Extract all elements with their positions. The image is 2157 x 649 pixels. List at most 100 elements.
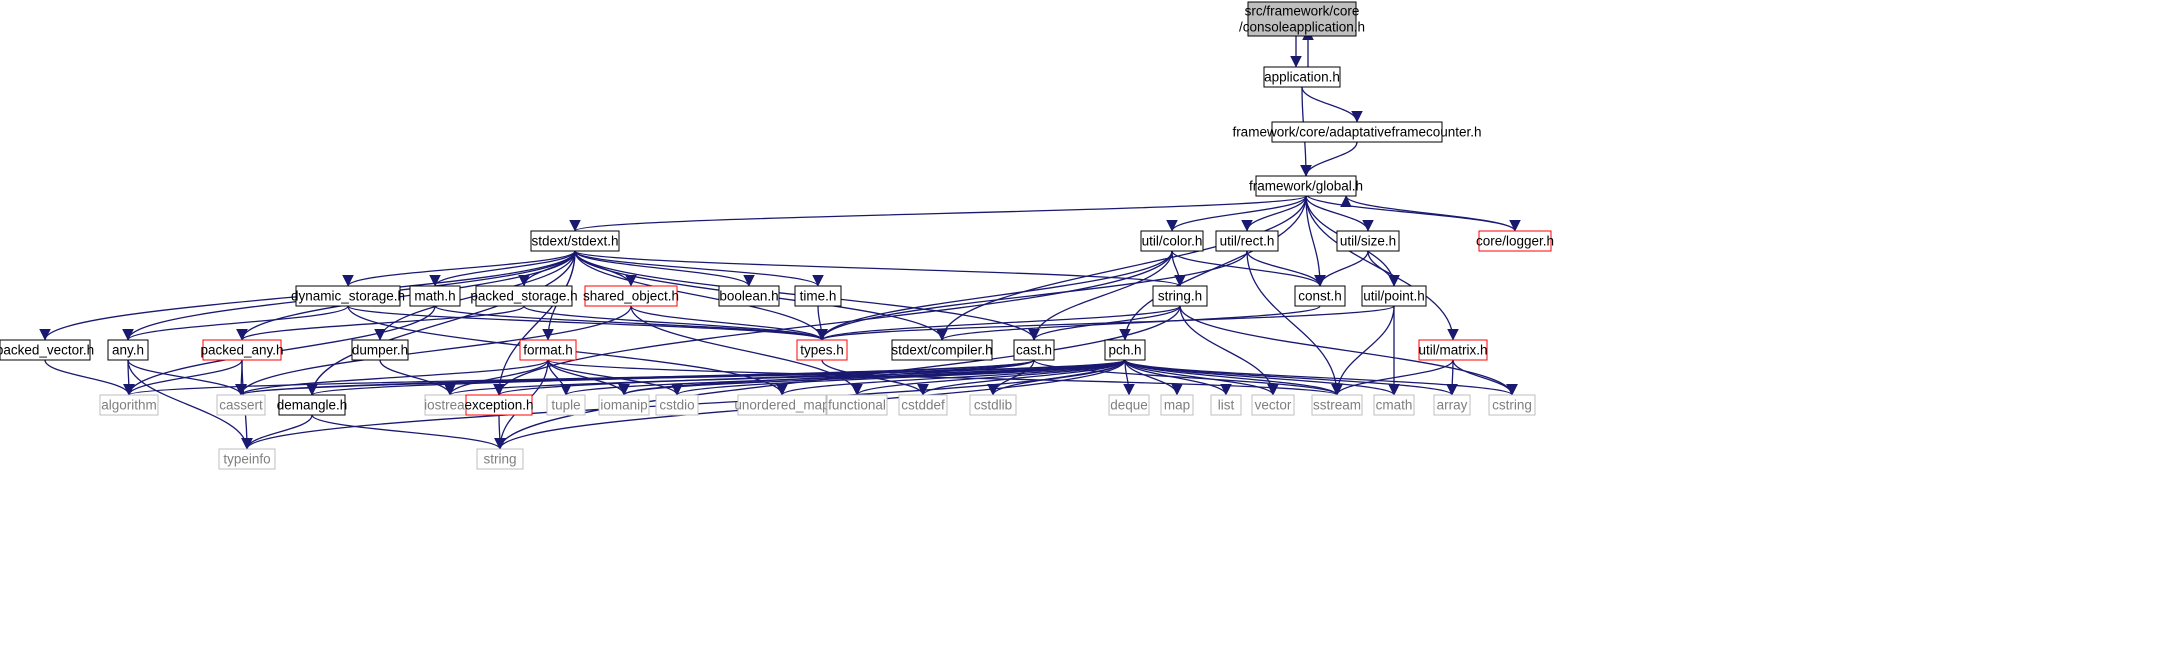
edge-size-to-point — [1367, 250, 1400, 287]
node-math[interactable]: math.h — [409, 285, 461, 307]
edge-global-to-stdext — [569, 195, 1307, 232]
node-box — [1013, 339, 1055, 361]
node-label: dynamic_storage.h — [291, 289, 405, 304]
node-typeinfo[interactable]: typeinfo — [218, 448, 276, 470]
node-label: format.h — [523, 343, 573, 358]
node-iomanip[interactable]: iomanip — [598, 394, 650, 416]
node-rect[interactable]: util/rect.h — [1215, 230, 1279, 252]
node-label: exception.h — [464, 398, 533, 413]
node-label: any.h — [112, 343, 144, 358]
node-compiler[interactable]: stdext/compiler.h — [891, 339, 993, 361]
edge-math-to-types — [434, 305, 828, 341]
edge-stdext-to-dynstore — [342, 250, 576, 287]
node-box — [295, 285, 401, 307]
node-box — [1361, 285, 1427, 307]
node-list[interactable]: list — [1210, 394, 1242, 416]
node-label: cmath — [1376, 398, 1413, 413]
node-cstring[interactable]: cstring — [1488, 394, 1536, 416]
node-box — [546, 394, 586, 416]
node-packany[interactable]: packed_any.h — [200, 339, 284, 361]
node-algorithm[interactable]: algorithm — [99, 394, 159, 416]
node-box — [1255, 175, 1357, 197]
node-logger[interactable]: core/logger.h — [1476, 230, 1554, 252]
node-box — [1160, 394, 1194, 416]
node-string-sys[interactable]: string — [476, 448, 524, 470]
edge-packvec-to-algorithm — [44, 359, 135, 396]
node-box — [409, 285, 461, 307]
node-cstddef[interactable]: cstddef — [898, 394, 948, 416]
edge-demangle-to-typeinfo — [241, 414, 313, 450]
node-tuple[interactable]: tuple — [546, 394, 586, 416]
node-label: iostream — [424, 398, 476, 413]
node-demangle[interactable]: demangle.h — [277, 394, 348, 416]
node-label: pch.h — [1108, 343, 1141, 358]
node-cstdlib[interactable]: cstdlib — [969, 394, 1017, 416]
node-iostream[interactable]: iostream — [424, 394, 476, 416]
node-packvec[interactable]: packed_vector.h — [0, 339, 94, 361]
node-stdext[interactable]: stdext/stdext.h — [530, 230, 620, 252]
edge-matrix-to-sstream — [1331, 359, 1454, 396]
node-box — [794, 285, 842, 307]
node-cstdio[interactable]: cstdio — [655, 394, 699, 416]
node-global[interactable]: framework/global.h — [1249, 175, 1363, 197]
node-box — [598, 394, 650, 416]
node-label: array — [1437, 398, 1468, 413]
node-time[interactable]: time.h — [794, 285, 842, 307]
edge-pch-to-functional — [851, 359, 1126, 396]
node-label: functional — [828, 398, 886, 413]
node-cmath[interactable]: cmath — [1373, 394, 1415, 416]
node-color[interactable]: util/color.h — [1140, 230, 1204, 252]
node-format[interactable]: format.h — [519, 339, 577, 361]
node-functional[interactable]: functional — [826, 394, 888, 416]
node-box — [278, 394, 346, 416]
edge-pch-to-sstream — [1124, 359, 1343, 396]
node-sharedobj[interactable]: shared_object.h — [583, 285, 679, 307]
node-array[interactable]: array — [1433, 394, 1471, 416]
node-dumper[interactable]: dumper.h — [351, 339, 409, 361]
edge-stdext-to-string_h — [574, 250, 1186, 287]
edge-pch-to-cmath — [1124, 359, 1400, 396]
node-cassert[interactable]: cassert — [216, 394, 266, 416]
node-box — [796, 339, 848, 361]
node-exception[interactable]: exception.h — [464, 394, 534, 416]
node-packstore[interactable]: packed_storage.h — [470, 285, 578, 307]
node-box — [476, 448, 524, 470]
node-label: stdext/compiler.h — [891, 343, 992, 358]
node-pch[interactable]: pch.h — [1104, 339, 1146, 361]
node-box — [1488, 394, 1536, 416]
edge-stdext-to-boolean — [574, 250, 755, 287]
node-sstream[interactable]: sstream — [1311, 394, 1363, 416]
node-box — [99, 394, 159, 416]
node-boolean[interactable]: boolean.h — [718, 285, 780, 307]
node-box — [218, 448, 276, 470]
node-box — [1478, 230, 1552, 252]
node-box — [718, 285, 780, 307]
node-types[interactable]: types.h — [796, 339, 848, 361]
edge-string_h-to-vector — [1179, 305, 1279, 396]
node-size[interactable]: util/size.h — [1336, 230, 1400, 252]
node-unordered-map[interactable]: unordered_map — [734, 394, 830, 416]
edge-rect-to-sstream — [1246, 250, 1343, 396]
node-application[interactable]: application.h — [1263, 66, 1341, 88]
node-matrix[interactable]: util/matrix.h — [1418, 339, 1488, 361]
node-cast[interactable]: cast.h — [1013, 339, 1055, 361]
node-any[interactable]: any.h — [107, 339, 149, 361]
node-label: framework/core/adaptativeframecounter.h — [1232, 125, 1481, 140]
node-afc[interactable]: framework/core/adaptativeframecounter.h — [1232, 121, 1482, 143]
node-box — [1210, 394, 1242, 416]
edge-stdext-to-math — [429, 250, 576, 287]
node-point[interactable]: util/point.h — [1361, 285, 1427, 307]
node-string-h[interactable]: string.h — [1152, 285, 1208, 307]
node-box — [1247, 1, 1357, 37]
node-label: util/rect.h — [1220, 234, 1275, 249]
node-map[interactable]: map — [1160, 394, 1194, 416]
node-vector[interactable]: vector — [1251, 394, 1295, 416]
edge-logger-to-global — [1340, 195, 1516, 232]
node-box — [898, 394, 948, 416]
node-const[interactable]: const.h — [1294, 285, 1346, 307]
node-deque[interactable]: deque — [1108, 394, 1150, 416]
node-dynstore[interactable]: dynamic_storage.h — [291, 285, 405, 307]
node-label: iomanip — [600, 398, 647, 413]
node-label: /consoleapplication.h — [1239, 20, 1365, 35]
